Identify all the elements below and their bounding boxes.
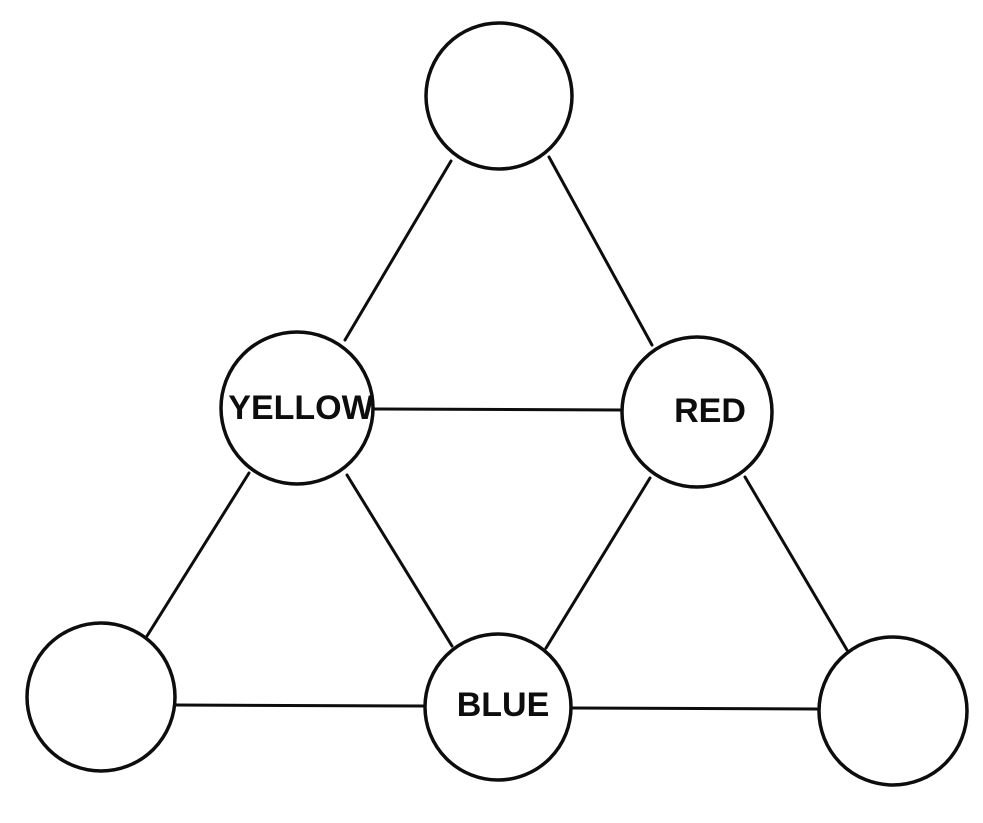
node-red-circle[interactable]	[620, 335, 774, 489]
node-top[interactable]	[424, 21, 574, 171]
edge-layer	[145, 155, 849, 711]
edge-blue-to-bottom-right	[570, 706, 820, 711]
edge-top-to-yellow	[343, 159, 453, 342]
node-blue-circle[interactable]	[423, 632, 573, 782]
node-bottom-left[interactable]	[25, 621, 177, 773]
node-blue[interactable]: BLUE	[423, 632, 573, 782]
node-yellow-label: YELLOW	[228, 389, 374, 427]
node-bottom-left-circle[interactable]	[25, 621, 177, 773]
node-yellow[interactable]: YELLOW	[219, 330, 375, 486]
node-yellow-circle[interactable]	[219, 330, 375, 486]
node-red-label: RED	[674, 392, 746, 430]
edge-yellow-to-red	[371, 407, 624, 412]
node-top-circle[interactable]	[424, 21, 574, 171]
node-bottom-right[interactable]	[817, 635, 969, 787]
node-bottom-right-circle[interactable]	[817, 635, 969, 787]
edge-bottom-left-to-blue	[174, 703, 427, 708]
edge-yellow-to-bottom-left	[145, 471, 251, 638]
node-layer: YELLOW RED BLUE	[25, 21, 969, 787]
node-red[interactable]: RED	[620, 335, 774, 489]
edge-red-to-bottom-right	[743, 475, 849, 652]
node-blue-label: BLUE	[457, 686, 550, 724]
edge-red-to-blue	[544, 476, 652, 650]
edge-top-to-red	[547, 155, 654, 347]
edge-yellow-to-blue	[345, 473, 454, 648]
